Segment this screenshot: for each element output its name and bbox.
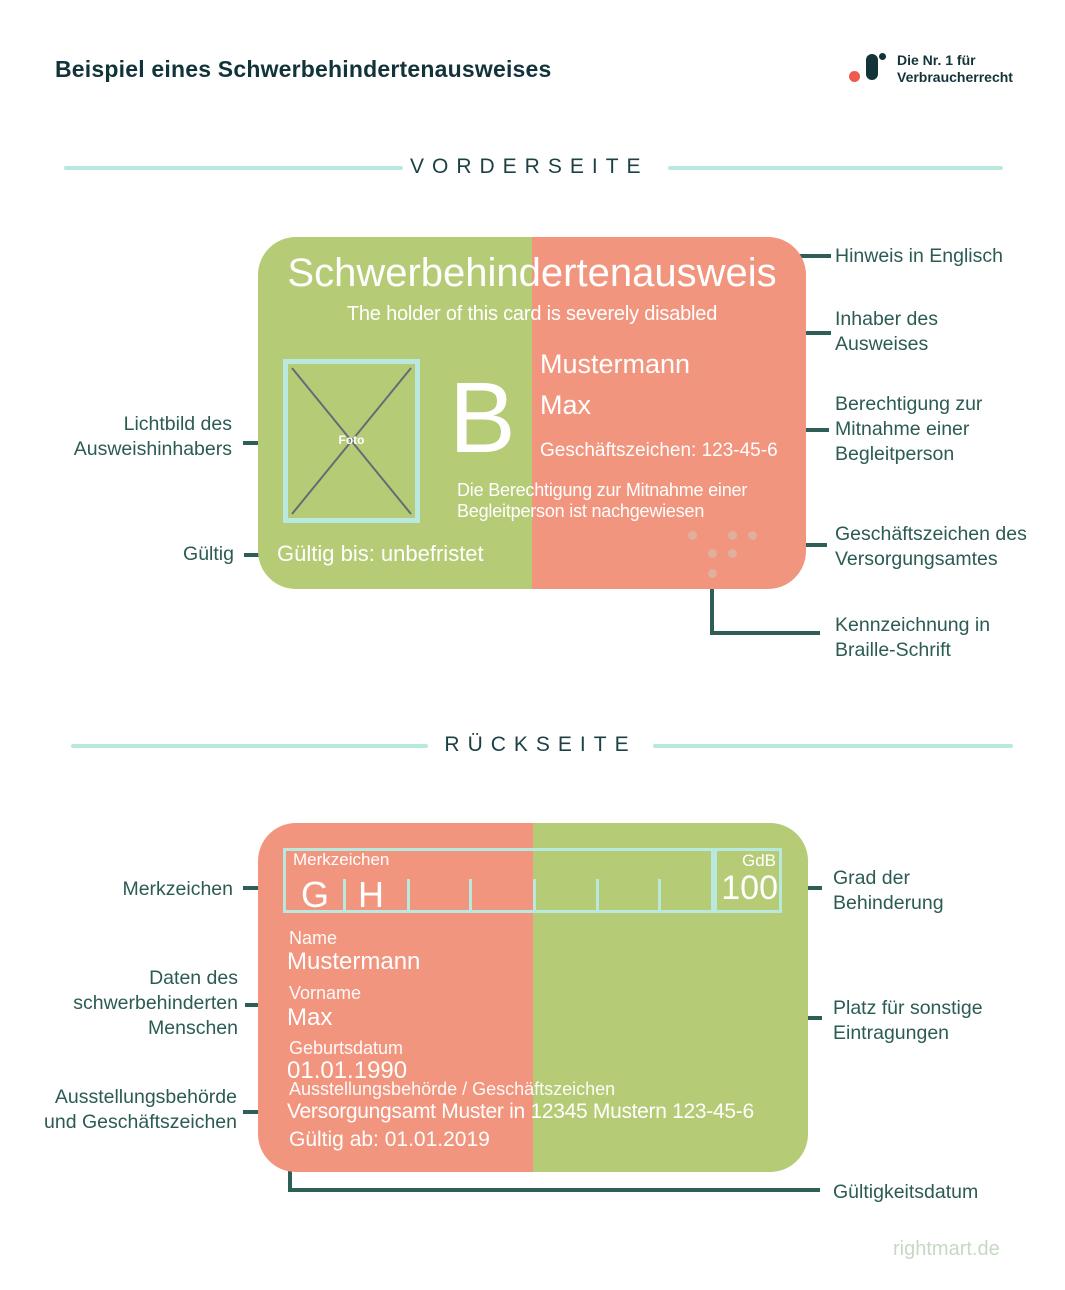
braille-dot	[728, 549, 737, 558]
annotation-inhaber: Inhaber des Ausweises	[835, 308, 938, 355]
front-card-subtitle: The holder of this card is severely disa…	[346, 303, 718, 325]
merkzeichen-strip-label: Merkzeichen	[293, 850, 390, 869]
rightmart-logo-dot-icon	[879, 53, 886, 60]
vorname-value: Max	[287, 1004, 333, 1031]
valid-from: Gültig ab: 01.01.2019	[289, 1128, 490, 1151]
annotation-lichtbild: Lichtbild des Ausweishinhabers	[73, 413, 232, 460]
braille-dot	[708, 549, 717, 558]
annotation-berechtigung: Berechtigung zur Mitnahme einer Begleitp…	[835, 393, 983, 465]
front-companion-mark: B	[449, 362, 516, 474]
annotation-gueltigkeitsdatum: Gültigkeitsdatum	[833, 1181, 979, 1203]
annotation-braille: Kennzeichnung in Braille-Schrift	[835, 614, 991, 661]
rightmart-logo-red-dot-icon	[849, 71, 860, 82]
geburtsdatum-value: 01.01.1990	[287, 1057, 408, 1084]
page-title: Beispiel eines Schwerbehindertenausweise…	[55, 56, 552, 82]
photo-placeholder: Foto	[283, 359, 420, 523]
front-heading-line-right	[668, 166, 1003, 170]
back-section-heading: RÜCKSEITE	[444, 733, 637, 756]
card-front	[258, 237, 806, 589]
gdb-value: 100	[721, 869, 778, 907]
front-file-number: Geschäftszeichen: 123-45-6	[540, 440, 778, 461]
mark-g: G	[301, 874, 330, 915]
annotation-daten: Daten des schwerbehinderten Menschen	[73, 967, 238, 1039]
photo-cross-icon	[291, 367, 412, 515]
braille-dot	[748, 531, 757, 540]
merkzeichen-strip	[283, 848, 714, 913]
rightmart-logo-bar-icon	[866, 54, 878, 80]
annotation-merkzeichen: Merkzeichen	[122, 878, 233, 900]
name-label: Name	[289, 928, 338, 948]
annotation-grad: Grad der Behinderung	[833, 867, 944, 914]
website-link: rightmart.de	[893, 1238, 1000, 1260]
logo-tagline: Die Nr. 1 für Verbraucherrecht	[897, 52, 1013, 85]
front-heading-line-left	[64, 166, 403, 170]
back-heading-line-right	[653, 744, 1013, 748]
front-section-heading: VORDERSEITE	[410, 155, 649, 178]
strip-tick	[407, 879, 410, 911]
front-surname: Mustermann	[540, 349, 691, 379]
strip-tick	[596, 879, 599, 911]
front-card-title: Schwerbehindertenausweis	[287, 251, 777, 295]
gdb-box	[714, 848, 782, 913]
strip-tick	[343, 879, 346, 911]
front-companion-note: Die Berechtigung zur Mitnahme einer Begl…	[457, 480, 748, 521]
front-valid-until: Gültig bis: unbefristet	[277, 541, 484, 566]
braille-dot	[708, 569, 717, 578]
braille-dot	[728, 531, 737, 540]
annotation-platz: Platz für sonstige Eintragungen	[833, 997, 983, 1044]
photo-label: Foto	[338, 433, 365, 447]
back-heading-line-left	[71, 744, 428, 748]
behoerde-label: Ausstellungsbehörde / Geschäftszeichen	[289, 1079, 616, 1099]
annotation-hinweis: Hinweis in Englisch	[835, 245, 1003, 267]
gdb-label: GdB	[741, 851, 776, 870]
strip-tick	[469, 879, 472, 911]
geburtsdatum-label: Geburtsdatum	[289, 1038, 404, 1058]
braille-dot	[688, 531, 697, 540]
annotation-ausstellung: Ausstellungsbehörde und Geschäftszeichen	[44, 1086, 237, 1133]
annotation-gueltig: Gültig	[183, 543, 234, 565]
name-value: Mustermann	[287, 948, 421, 975]
front-firstname: Max	[540, 390, 592, 420]
annotation-geschaeftszeichen: Geschäftszeichen des Versorgungsamtes	[835, 523, 1027, 570]
mark-h: H	[358, 874, 384, 915]
vorname-label: Vorname	[289, 983, 362, 1003]
behoerde-value: Versorgungsamt Muster in 12345 Mustern 1…	[287, 1100, 754, 1123]
strip-tick	[658, 879, 661, 911]
strip-tick	[533, 879, 536, 911]
